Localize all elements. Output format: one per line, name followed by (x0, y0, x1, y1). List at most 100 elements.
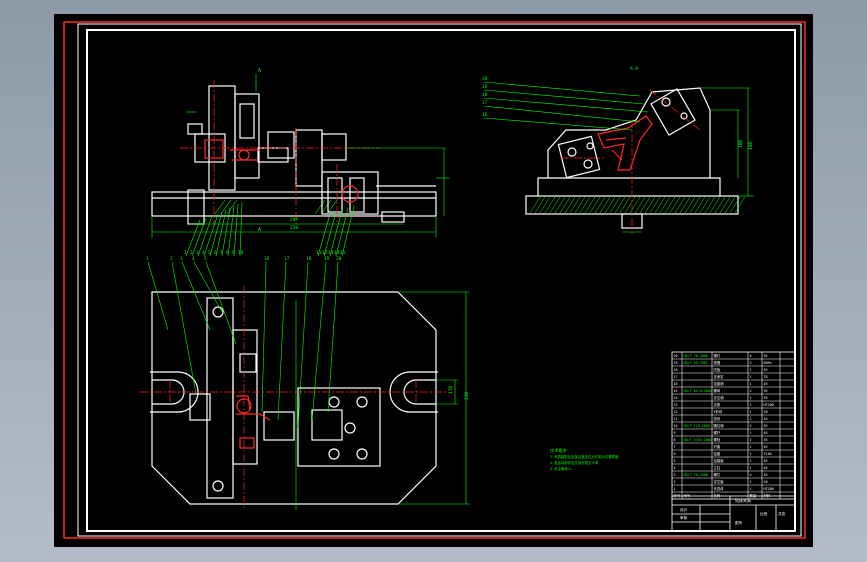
part-balloon[interactable]: 20 (482, 76, 488, 82)
section-center-lines (560, 89, 701, 234)
part-balloon[interactable]: 13 (328, 250, 334, 256)
part-balloon[interactable]: 5 (204, 256, 207, 262)
title-drawing-name: 钻床夹具 (735, 497, 751, 503)
leader-line (483, 117, 633, 131)
leader-line (197, 215, 213, 257)
leader-line (147, 261, 169, 331)
bom-cell-no: 序号 (674, 493, 681, 498)
front-view[interactable] (151, 74, 450, 238)
part-balloon[interactable]: 2 (190, 250, 193, 256)
part-balloon[interactable]: 16 (482, 112, 488, 118)
part-balloon[interactable]: 11 (316, 250, 322, 256)
sheet-trim-border (77, 23, 802, 537)
bom-cell-name: 衬套 (714, 444, 721, 449)
section-label-bottom: A (258, 227, 261, 233)
part-balloon[interactable]: 7 (220, 250, 223, 256)
leader-line (483, 105, 641, 123)
bom-cell-qty: 2 (750, 438, 752, 442)
part-balloon[interactable]: 18 (306, 256, 312, 262)
part-balloon[interactable]: 16 (264, 256, 270, 262)
part-balloon[interactable]: 3 (196, 250, 199, 256)
bom-cell-qty: 1 (750, 410, 752, 414)
bom-cell-mat: 35 (764, 438, 768, 442)
bom-cell-mat: 45 (764, 417, 768, 421)
bom-cell-no: 3 (674, 473, 676, 477)
title-block-frame (671, 495, 796, 532)
part-balloon[interactable]: 17 (482, 100, 488, 106)
part-balloon[interactable]: 5 (208, 250, 211, 256)
part-balloon[interactable]: 18 (482, 92, 488, 98)
bom-cell-no: 8 (674, 438, 676, 442)
part-balloon[interactable]: 10 (238, 250, 244, 256)
bom-cell-code: GB/T 70-2000 (684, 354, 709, 358)
plan-dimensions (295, 291, 470, 510)
section-label-top: A (258, 68, 261, 74)
part-balloon[interactable]: 15 (340, 250, 346, 256)
section-view[interactable] (525, 87, 754, 234)
part-balloon[interactable]: 9 (232, 250, 235, 256)
part-balloon[interactable]: 12 (322, 250, 328, 256)
section-hole-1 (567, 147, 577, 157)
part-balloon[interactable]: 4 (192, 256, 195, 262)
bom-cell-mat: 45 (764, 445, 768, 449)
bom-cell-no: 17 (674, 375, 678, 379)
leader-line (227, 205, 235, 257)
part-balloon[interactable]: 6 (214, 250, 217, 256)
bom-cell-qty: 1 (750, 431, 752, 435)
leader-line (323, 211, 337, 257)
leader-line (483, 89, 645, 105)
part-balloon[interactable]: 4 (202, 250, 205, 256)
part-balloon[interactable]: 19 (482, 84, 488, 90)
section-base-hatch (529, 196, 746, 214)
bom-cell-mat: 45 (764, 459, 768, 463)
part-balloon[interactable]: 14 (334, 250, 340, 256)
screw-rod (257, 147, 289, 163)
bom-cell-mat: 65Mn (764, 361, 772, 365)
leader-line (185, 219, 201, 257)
section-dim-height: 140 (748, 142, 754, 150)
bom-header-row[interactable]: 序号代号名称数量材料 (674, 493, 771, 498)
part-balloon[interactable]: 8 (226, 250, 229, 256)
column-slot (239, 103, 255, 139)
bom-cell-name: 螺钉 (714, 472, 721, 477)
part-balloon[interactable]: 2 (170, 256, 173, 262)
bom-cell-mat: HT200 (764, 403, 774, 407)
part-balloon[interactable]: 3 (180, 256, 183, 262)
drawing-frame (86, 29, 796, 532)
part-balloon[interactable]: 1 (146, 256, 149, 262)
section-clamp-hole-1 (661, 97, 671, 107)
bom-cell-no: 12 (674, 410, 678, 414)
title-block[interactable] (671, 495, 796, 532)
title-scale: 比例 (760, 511, 768, 516)
bolt-hole-bottom (212, 480, 224, 492)
note-line-2: 2.各运动部件应灵活可靠无卡滞 (550, 460, 599, 465)
part-balloon[interactable]: 1 (184, 250, 187, 256)
part-balloon[interactable]: 20 (336, 256, 342, 262)
part-balloon[interactable]: 17 (284, 256, 290, 262)
leader-line (171, 261, 197, 395)
part-balloon[interactable]: 19 (324, 256, 330, 262)
